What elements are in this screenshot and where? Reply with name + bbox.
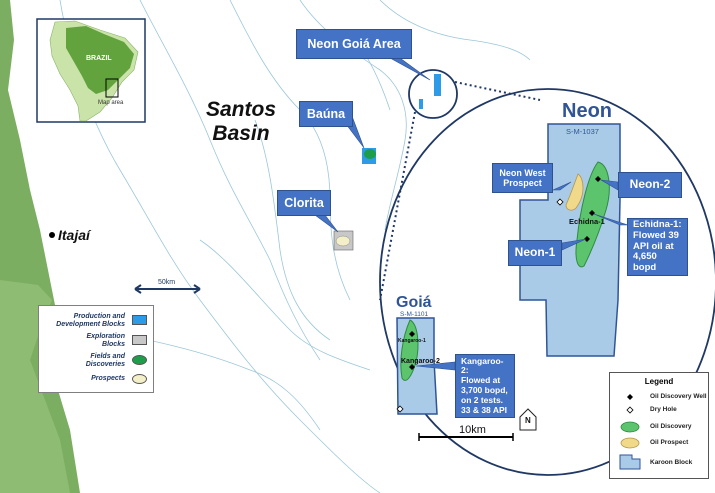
- echidna-line1: Echidna-1:: [633, 218, 682, 230]
- echidna-line3: API oil at: [633, 240, 674, 252]
- legend-dry-hole-icon: [626, 406, 634, 414]
- key-label-production: Production and Development Blocks: [35, 313, 125, 329]
- key-swatch-fields: [132, 355, 147, 365]
- key-production-line2: Development Blocks: [56, 321, 125, 328]
- key-row-fields: Fields and Discoveries: [39, 352, 155, 370]
- key-exploration-line2: Blocks: [102, 341, 125, 348]
- neon-block-id: S-M-1037: [566, 127, 599, 136]
- kangaroo1-label: Kangaroo-1: [398, 338, 426, 344]
- callout-echidna-result: Echidna-1: Flowed 39 API oil at 4,650 bo…: [627, 218, 688, 276]
- key-fields-line1: Fields and: [90, 353, 125, 360]
- legend-symbols: [619, 394, 641, 470]
- map-key: Production and Development Blocks Explor…: [38, 305, 154, 393]
- key-label-fields: Fields and Discoveries: [35, 353, 125, 369]
- callout-neon-1: Neon-1: [508, 240, 562, 266]
- inset-map-area-label: Map area: [98, 100, 124, 106]
- neon-title: Neon: [562, 100, 612, 122]
- legend-oil-well: Oil Discovery Well: [650, 393, 707, 400]
- goia-block-id: S-M-1101: [400, 311, 429, 318]
- kangaroo-line1: Kangaroo-2:: [461, 355, 504, 376]
- bauna-field: [364, 149, 376, 159]
- santos-basin-title: Santos Basin: [196, 98, 286, 146]
- kangaroo1-well: [409, 331, 415, 337]
- kangaroo2-label: Kangaroo-2: [401, 358, 440, 365]
- inset-map-area-box: [105, 78, 119, 98]
- echidna-line4: 4,650 bopd: [633, 251, 657, 274]
- echidna1-well: [589, 210, 595, 216]
- key-row-exploration: Exploration Blocks: [39, 332, 155, 350]
- detail-scale-label: 10km: [459, 424, 486, 436]
- legend-oil-prospect: Oil Prospect: [650, 439, 689, 446]
- neon-west-dry-hole: [556, 198, 564, 206]
- wells: [396, 176, 601, 413]
- coastline-land-texture: [0, 280, 70, 493]
- callout-clorita: Clorita: [277, 190, 331, 216]
- key-swatch-production: [132, 315, 147, 325]
- legend-oil-discovery-icon: [620, 421, 640, 433]
- key-swatch-exploration: [132, 335, 147, 345]
- kangaroo-line3: 3,700 bopd,: [461, 385, 508, 395]
- regional-scale-label: 50km: [158, 279, 176, 286]
- key-swatch-prospects: [132, 374, 147, 384]
- regional-fields: [333, 74, 441, 251]
- legend-oil-prospect-icon: [620, 437, 640, 449]
- key-exploration-line1: Exploration: [86, 333, 125, 340]
- legend-oil-well-icon: [627, 394, 633, 400]
- kangaroo-line5: 33 & 38 API: [461, 404, 507, 415]
- itajai-marker: [49, 232, 55, 238]
- zoom-connector-bottom: [379, 111, 416, 301]
- north-arrow-label: N: [525, 416, 531, 425]
- kangaroo-line4: on 2 tests.: [461, 394, 504, 405]
- neon2-well: [595, 176, 601, 182]
- neon-west-prospect: [565, 173, 584, 211]
- key-prospects-line1: Prospects: [91, 375, 125, 382]
- key-row-production: Production and Development Blocks: [39, 312, 155, 330]
- key-label-prospects: Prospects: [35, 375, 125, 383]
- detail-circle: [379, 88, 715, 476]
- legend-title: Legend: [644, 377, 674, 386]
- goia-title: Goiá: [396, 294, 432, 311]
- neon-west-line2: Prospect: [503, 178, 542, 188]
- neon-goia-block-small: [419, 99, 423, 109]
- itajai-label: Itajaí: [58, 227, 90, 243]
- callout-bauna: Baúna: [299, 101, 353, 127]
- inset-brazil: [66, 26, 134, 94]
- regional-scale-bar: [134, 284, 201, 294]
- callout-neon-goia-area: Neon Goiá Area: [296, 29, 412, 59]
- echidna-well-label: Echidna-1: [569, 217, 605, 226]
- key-fields-line2: Discoveries: [85, 361, 125, 368]
- basin-title-line1: Santos: [205, 98, 276, 121]
- legend-karoon-block-icon: [619, 454, 641, 470]
- key-label-exploration: Exploration Blocks: [35, 333, 125, 349]
- neon-goia-block-main: [434, 74, 441, 96]
- legend-oil-discovery: Oil Discovery: [650, 423, 692, 430]
- clorita-prospect: [335, 235, 351, 247]
- echidna-line2: Flowed 39: [633, 229, 679, 241]
- detail-legend: Legend Oil Discovery Well Dry Hole Oil D…: [609, 372, 709, 479]
- detail-scale-bar: [418, 433, 514, 441]
- key-row-prospects: Prospects: [39, 372, 155, 390]
- callout-kangaroo-result: Kangaroo-2: Flowed at 3,700 bopd, on 2 t…: [455, 354, 515, 418]
- inset-map: [36, 18, 146, 123]
- legend-karoon-block: Karoon Block: [650, 459, 693, 466]
- basin-title-line2: Basin: [212, 122, 270, 145]
- callout-neon-2: Neon-2: [618, 172, 682, 198]
- kangaroo-line2: Flowed at: [461, 375, 501, 386]
- neon-goia-area-marker: [408, 69, 458, 119]
- neon-west-line1: Neon West: [499, 167, 546, 178]
- legend-dry-hole: Dry Hole: [650, 406, 677, 413]
- inset-brazil-label: BRAZIL: [86, 55, 112, 62]
- kangaroo2-well: [409, 364, 415, 370]
- north-arrow-icon: [519, 408, 537, 431]
- goia-dry-hole: [396, 405, 404, 413]
- callout-neon-west-prospect: Neon West Prospect: [492, 163, 553, 193]
- key-production-line1: Production and: [73, 313, 125, 320]
- neon1-well: [584, 236, 590, 242]
